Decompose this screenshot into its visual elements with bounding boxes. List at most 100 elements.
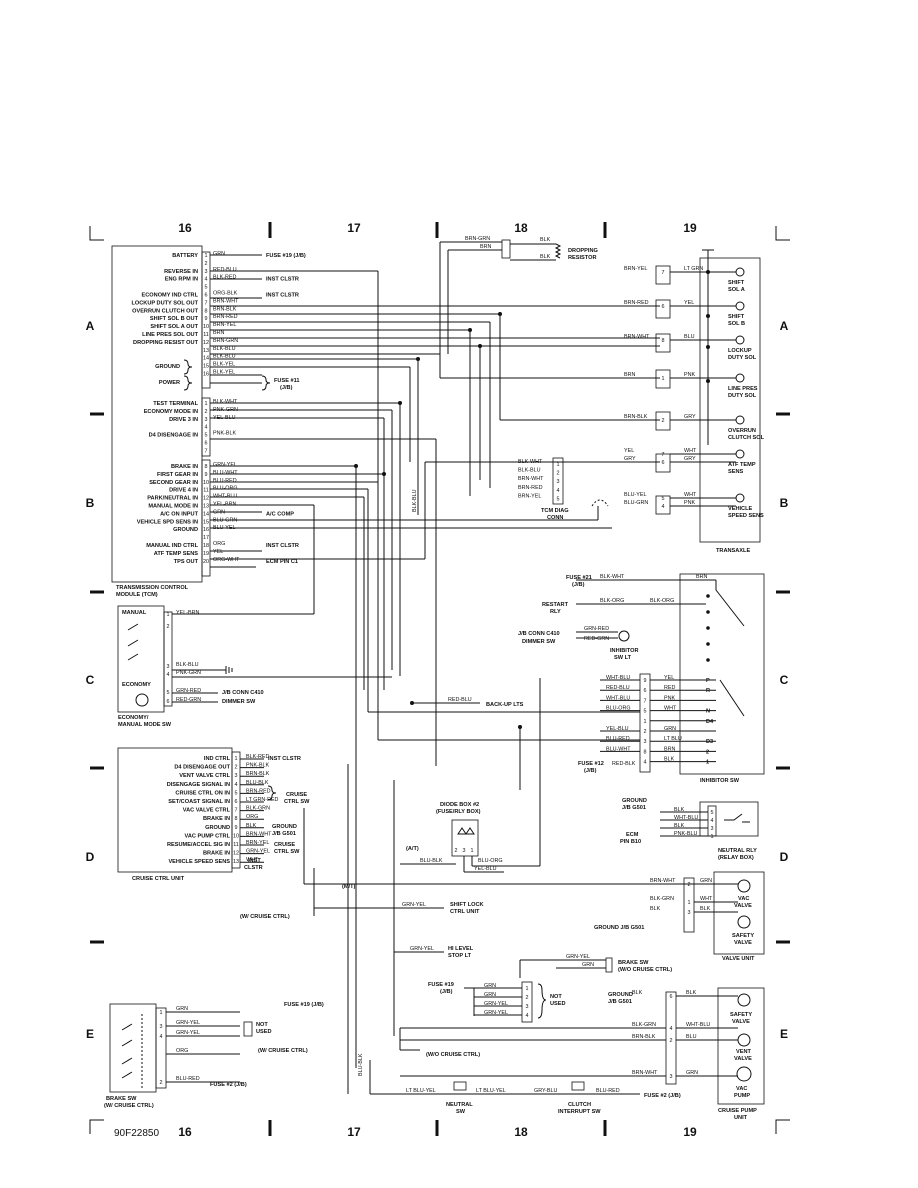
- econ-title-2: MANUAL MODE SW: [118, 722, 172, 728]
- grid-col-19-top: 19: [683, 221, 697, 235]
- grid-row-d-left: D: [86, 850, 95, 864]
- cross-routes: [313, 727, 521, 1094]
- cruise-title: CRUISE CTRL UNIT: [132, 876, 185, 882]
- bsw-wire: GRN-YEL: [176, 1030, 200, 1036]
- tcm-pin-label: TPS OUT: [174, 559, 199, 565]
- cruise-sw-4: CTRL SW: [274, 849, 300, 855]
- dropping-wire-in2: BRN: [480, 244, 491, 250]
- grid-row-c-right: C: [780, 673, 789, 687]
- brake-not-used-2: USED: [550, 1001, 566, 1007]
- tcm-wire-color: BRN: [213, 330, 224, 336]
- grid-row-c-left: C: [86, 673, 95, 687]
- cruise-pin: 13: [233, 859, 239, 865]
- diode-wire3: YEL-BLU: [474, 866, 497, 872]
- diagram-code: 90F22850: [114, 1128, 159, 1139]
- inhibitor-wire-in: RED-BLU: [606, 685, 630, 691]
- tcm-wire-color: BLK-RED: [213, 275, 236, 281]
- valve-pin: 1: [688, 900, 691, 906]
- solenoid-coil-icon: [735, 301, 745, 311]
- tcm-harness: [210, 242, 660, 1068]
- valve-ground: GROUND J/B G501: [594, 925, 644, 931]
- tcm-wire-color: BLK-WHT: [213, 399, 238, 405]
- tcm-title-2: MODULE (TCM): [116, 592, 158, 598]
- grid-col-16-top: 16: [178, 221, 192, 235]
- fuse21-wire: BLK-WHT: [600, 574, 625, 580]
- nrly-ground-2: J/B G501: [622, 805, 646, 811]
- tcm-pin-label: LINE PRES SOL OUT: [142, 332, 198, 338]
- inhibitor-pin: 9: [644, 678, 647, 684]
- nrly-pin: 5: [711, 810, 714, 816]
- clutch-sw-2: INTERRUPT SW: [558, 1109, 601, 1115]
- inhibitor-wire-in: WHT-BLU: [606, 675, 630, 681]
- tcm-wire-color: BLU-RED: [213, 478, 237, 484]
- brake-sw-1: BRAKE SW: [618, 960, 649, 966]
- bsw-blu-blk: BLU-BLK: [358, 1053, 364, 1076]
- pump-safety-1: SAFETY: [730, 1012, 752, 1018]
- tcm-pin-label: MANUAL IND CTRL: [146, 543, 198, 549]
- nrly-ground-1: GROUND: [622, 798, 647, 804]
- tcm-pin-label: BATTERY: [172, 253, 198, 259]
- econ-title-1: ECONOMY/: [118, 715, 149, 721]
- restart-wire1: BLK-ORG: [600, 598, 624, 604]
- brake-stop-area: GRN-YEL HI LEVEL STOP LT GRN-YEL GRN BRA…: [394, 946, 672, 1023]
- cruise-pin-label: CRUISE CTRL ON IN: [175, 790, 230, 796]
- transaxle-component-name: VEHICLE: [728, 506, 753, 512]
- grid-row-b-right: B: [780, 496, 789, 510]
- bottom-switches: LT BLU-YEL LT BLU-YEL GRY-BLU BLU-RED FU…: [369, 1060, 681, 1115]
- nrly-wire: PNK-BLU: [674, 831, 697, 837]
- solenoid-coil-icon: [735, 335, 745, 345]
- tcm-pin-number: 4: [205, 277, 208, 283]
- inhibitor-wire-in: BLU-RED: [606, 736, 630, 742]
- tcm-pin-label: ECONOMY MODE IN: [144, 409, 198, 415]
- tcm-pin-number: 3: [205, 269, 208, 275]
- inhibitor-pin: 5: [644, 709, 647, 715]
- nrly-ecm-2: PIN B10: [620, 839, 641, 845]
- econ-pin: 6: [167, 699, 170, 705]
- cruise-pin: 9: [235, 825, 238, 831]
- transaxle-wire-in: BRN-WHT: [624, 334, 650, 340]
- cruise-inst-2: CLSTR: [244, 865, 263, 871]
- tcm-diag-label-1: TCM DIAG: [541, 508, 569, 514]
- valve-wire-out: GRN: [700, 878, 712, 884]
- fuse19-2: (J/B): [440, 989, 453, 995]
- brake-conn-wire: GRN-YEL: [484, 1010, 508, 1016]
- pump-vent-1: VENT: [736, 1049, 752, 1055]
- transaxle-wire-in: BRN-BLK: [624, 414, 648, 420]
- pump-vac-1: VAC: [736, 1086, 747, 1092]
- tcm-wire-color: BRN-RED: [213, 314, 238, 320]
- transaxle-component-name: ATF TEMP: [728, 462, 756, 468]
- bottom-fuse2: FUSE #2 (J/B): [644, 1093, 681, 1099]
- diag-wire: BLK-BLU: [518, 468, 541, 474]
- tcm-power-dest-2: (J/B): [280, 385, 293, 391]
- diag-pin: 5: [557, 496, 560, 502]
- hi-level-1: HI LEVEL: [448, 946, 474, 952]
- pump-title-2: UNIT: [734, 1115, 748, 1121]
- tcm-wire-color: BRN-GRN: [213, 338, 238, 344]
- transaxle-component-name: SHIFT: [728, 280, 745, 286]
- grid-row-e-left: E: [86, 1027, 94, 1041]
- grid-col-16-bottom: 16: [178, 1125, 192, 1139]
- bsw-wire: GRN: [176, 1006, 188, 1012]
- cruise-wire: BRN-WHT: [246, 831, 272, 837]
- tcm-pin-number: 6: [205, 293, 208, 299]
- cruise-pin-label: RESUME/ACCEL SIG IN: [167, 842, 230, 848]
- tcm-wire-color: BRN-WHT: [213, 298, 239, 304]
- pump-wire-in: BLK: [632, 990, 643, 996]
- dropping-label-2: RESISTOR: [568, 255, 597, 261]
- inhibitor-position: D3: [706, 739, 713, 745]
- tcm-title-1: TRANSMISSION CONTROL: [116, 585, 189, 591]
- nrly-title-2: (RELAY BOX): [718, 855, 754, 861]
- tcm-pin-number: 18: [203, 543, 209, 549]
- tcm-power-dest-1: FUSE #11: [274, 378, 300, 384]
- tcm-pin-label: DRIVE 3 IN: [169, 417, 198, 423]
- tcm-pin-number: 7: [205, 300, 208, 306]
- inhibitor-wire-in: WHT-BLU: [606, 695, 630, 701]
- tcm-wire-color: RED-BLU: [213, 267, 237, 273]
- cruise-wire: GRN-YEL: [246, 849, 270, 855]
- restart-wire2: BLK-ORG: [650, 598, 674, 604]
- econ-pin: 2: [167, 624, 170, 630]
